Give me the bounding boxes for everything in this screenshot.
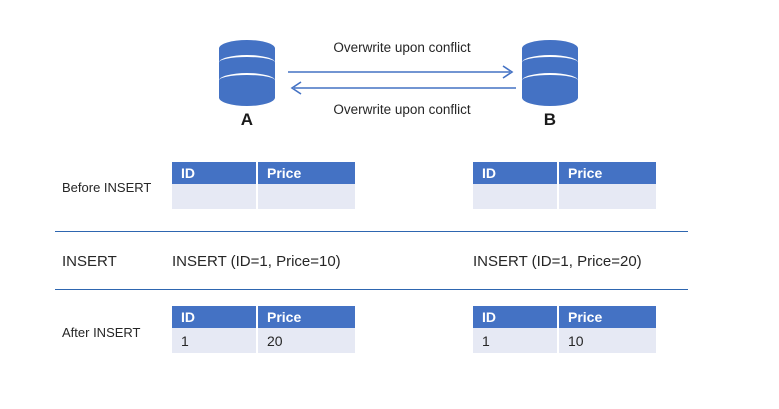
bidirectional-arrow-icon [288,65,516,95]
cell-id [172,184,258,209]
column-header-price: Price [558,306,656,328]
cell-id [473,184,559,209]
insert-statement-a: INSERT (ID=1, Price=10) [172,253,341,270]
cylinder-ring-icon [219,55,275,70]
table-row [172,184,355,209]
cell-id: 1 [172,328,258,353]
column-header-id: ID [172,306,258,328]
database-cylinder-icon [219,40,275,106]
column-header-price: Price [558,162,656,184]
insert-statement-b: INSERT (ID=1, Price=20) [473,253,642,270]
database-node-a: A [217,40,277,130]
table-after-insert-b: ID Price 1 10 [473,306,656,353]
column-header-id: ID [473,306,559,328]
database-cylinder-icon [522,40,578,106]
cell-price: 20 [257,328,355,353]
table-header-row: ID Price [172,306,355,328]
table-after-insert-a: ID Price 1 20 [172,306,355,353]
section-divider [55,231,688,232]
table-row: 1 10 [473,328,656,353]
table-header-row: ID Price [473,162,656,184]
cylinder-ring-icon [522,73,578,88]
cylinder-ring-icon [522,55,578,70]
row-label-insert: INSERT [62,253,117,270]
cylinder-bottom-icon [522,89,578,106]
table-row: 1 20 [172,328,355,353]
section-divider [55,289,688,290]
table-header-row: ID Price [172,162,355,184]
table-header-row: ID Price [473,306,656,328]
database-node-b: B [520,40,580,130]
column-header-price: Price [257,306,355,328]
replication-arrows-group: Overwrite upon conflict Overwrite upon c… [286,40,518,132]
cell-id: 1 [473,328,559,353]
column-header-id: ID [473,162,559,184]
row-label-before-insert: Before INSERT [62,180,152,195]
table-row [473,184,656,209]
cylinder-ring-icon [219,73,275,88]
cell-price: 10 [558,328,656,353]
cell-price [558,184,656,209]
table-before-insert-b: ID Price [473,162,656,209]
column-header-price: Price [257,162,355,184]
database-label-b: B [543,110,557,129]
row-label-after-insert: After INSERT [62,325,141,340]
table-before-insert-a: ID Price [172,162,355,209]
database-label-a: A [240,110,254,129]
cell-price [257,184,355,209]
arrow-caption-b-to-a: Overwrite upon conflict [333,102,471,117]
cylinder-bottom-icon [219,89,275,106]
column-header-id: ID [172,162,258,184]
arrow-caption-a-to-b: Overwrite upon conflict [333,40,471,55]
